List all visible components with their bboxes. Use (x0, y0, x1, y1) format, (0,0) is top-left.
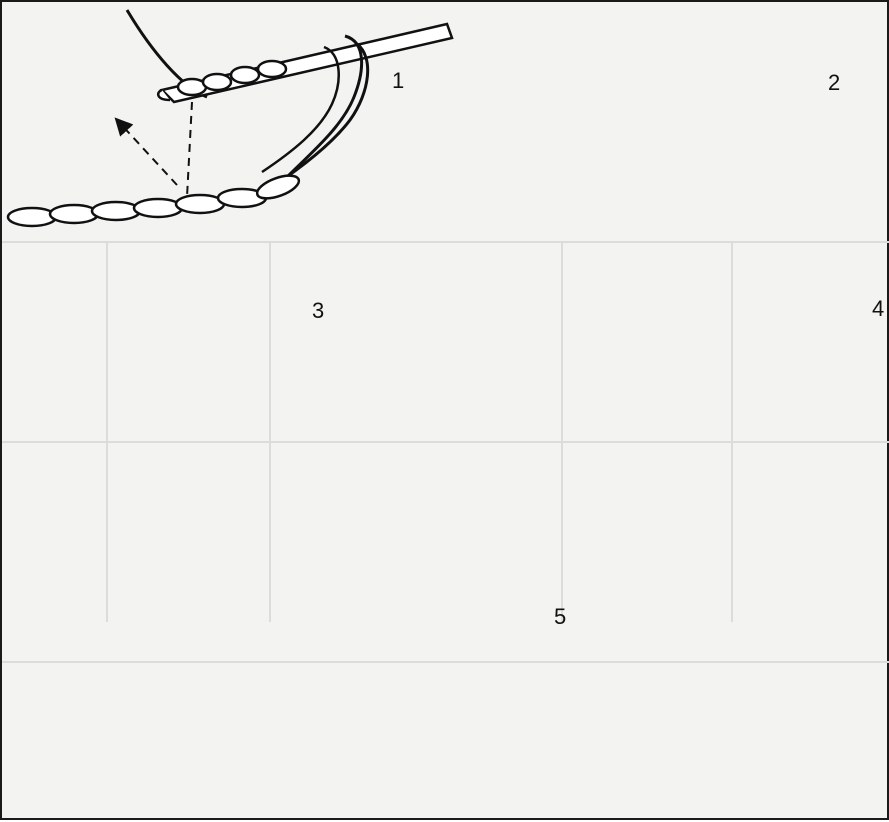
background-ghost-grid (2, 242, 889, 662)
step-3-number: 3 (312, 300, 324, 322)
step-5-number: 5 (554, 606, 566, 628)
step-2-number: 2 (828, 72, 840, 94)
step-1-number: 1 (392, 70, 404, 92)
step-1-illustration (8, 10, 452, 226)
step-4-number: 4 (872, 298, 884, 320)
